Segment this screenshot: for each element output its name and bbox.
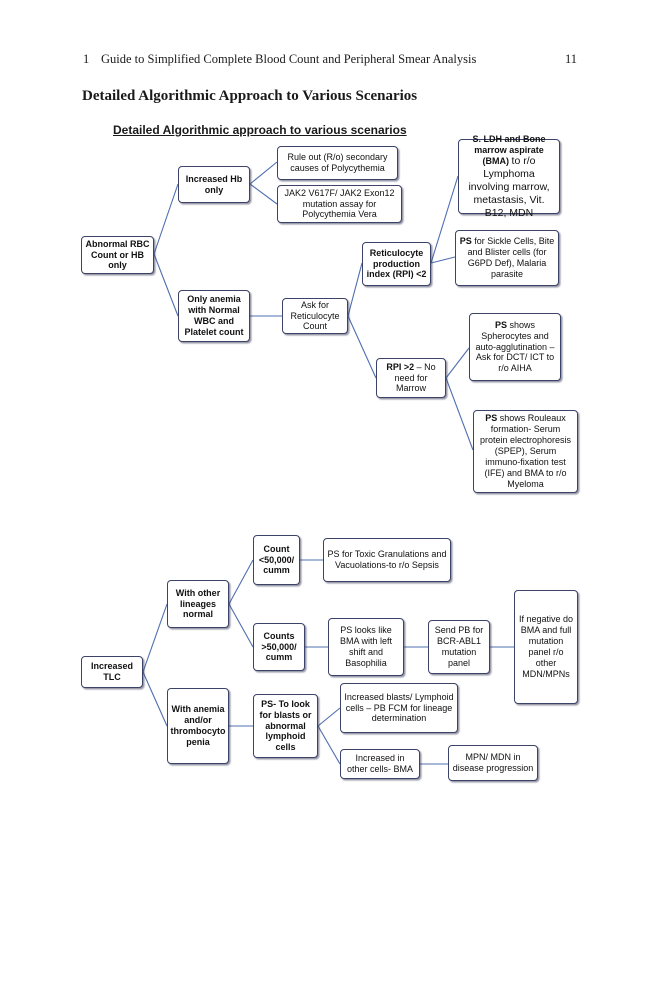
chapter-number: 1	[83, 52, 90, 66]
connector	[430, 175, 459, 264]
connector	[347, 315, 377, 379]
node-increased-blasts: Increased blasts/ Lymphoid cells – PB FC…	[340, 683, 458, 733]
node-if-negative: If negative do BMA and full mutation pan…	[514, 590, 578, 704]
running-title: Guide to Simplified Complete Blood Count…	[101, 52, 477, 66]
node-ps-rouleaux: PS shows Rouleaux formation- Serum prote…	[473, 410, 578, 493]
node-increased-other: Increased in other cells- BMA	[340, 749, 420, 779]
connector	[249, 161, 278, 185]
node-count-below: Count <50,000/ cumm	[253, 535, 300, 585]
node-ps-bma-like: PS looks like BMA with left shift and Ba…	[328, 618, 404, 676]
node-ps-sickle: PS for Sickle Cells, Bite and Blister ce…	[455, 230, 559, 286]
node-with-anemia: With anemia and/or thrombocyto penia	[167, 688, 229, 764]
connector	[347, 262, 363, 317]
node-mpn-mdn: MPN/ MDN in disease progression	[448, 745, 538, 781]
node-increased-hb: Increased Hb only	[178, 166, 250, 203]
node-count-above: Counts >50,000/ cumm	[253, 623, 305, 671]
connector	[249, 183, 278, 205]
node-rpi-low: Reticulocyte production index (RPI) <2	[362, 242, 431, 286]
node-ldh-bma: S. LDH and Bone marrow aspirate (BMA) to…	[458, 134, 560, 219]
node-ps-toxic: PS for Toxic Granulations and Vacuolatio…	[323, 538, 451, 582]
connector	[153, 183, 179, 255]
node-other-lineages: With other lineages normal	[167, 580, 229, 628]
connector	[317, 707, 341, 727]
node-ask-reticulocyte: Ask for Reticulocyte Count	[282, 298, 348, 334]
connector	[153, 253, 179, 317]
node-send-pb: Send PB for BCR-ABL1 mutation panel	[428, 620, 490, 674]
connector	[445, 377, 474, 451]
connector	[228, 559, 254, 605]
node-ps-spherocytes: PS shows Spherocytes and auto-agglutinat…	[469, 313, 561, 381]
node-rule-out-polycythemia: Rule out (R/o) secondary causes of Polyc…	[277, 146, 398, 180]
connector	[228, 603, 254, 648]
node-rpi-high: RPI >2 – No need for Marrow	[376, 358, 446, 398]
connector	[430, 256, 456, 264]
page-header: 1 Guide to Simplified Complete Blood Cou…	[0, 52, 659, 68]
page-number: 11	[565, 52, 578, 66]
connector	[142, 671, 168, 727]
node-jak2-assay: JAK2 V617F/ JAK2 Exon12 mutation assay f…	[277, 185, 402, 223]
node-only-anemia: Only anemia with Normal WBC and Platelet…	[178, 290, 250, 342]
connector	[317, 725, 341, 765]
connector	[445, 347, 470, 379]
node-ps-blasts: PS- To look for blasts or abnormal lymph…	[253, 694, 318, 758]
figure-title: Detailed Algorithmic approach to various…	[113, 123, 407, 137]
node-abnormal-rbc: Abnormal RBC Count or HB only	[81, 236, 154, 274]
node-increased-tlc: Increased TLC	[81, 656, 143, 688]
section-heading: Detailed Algorithmic Approach to Various…	[82, 88, 418, 104]
connector	[142, 603, 168, 673]
